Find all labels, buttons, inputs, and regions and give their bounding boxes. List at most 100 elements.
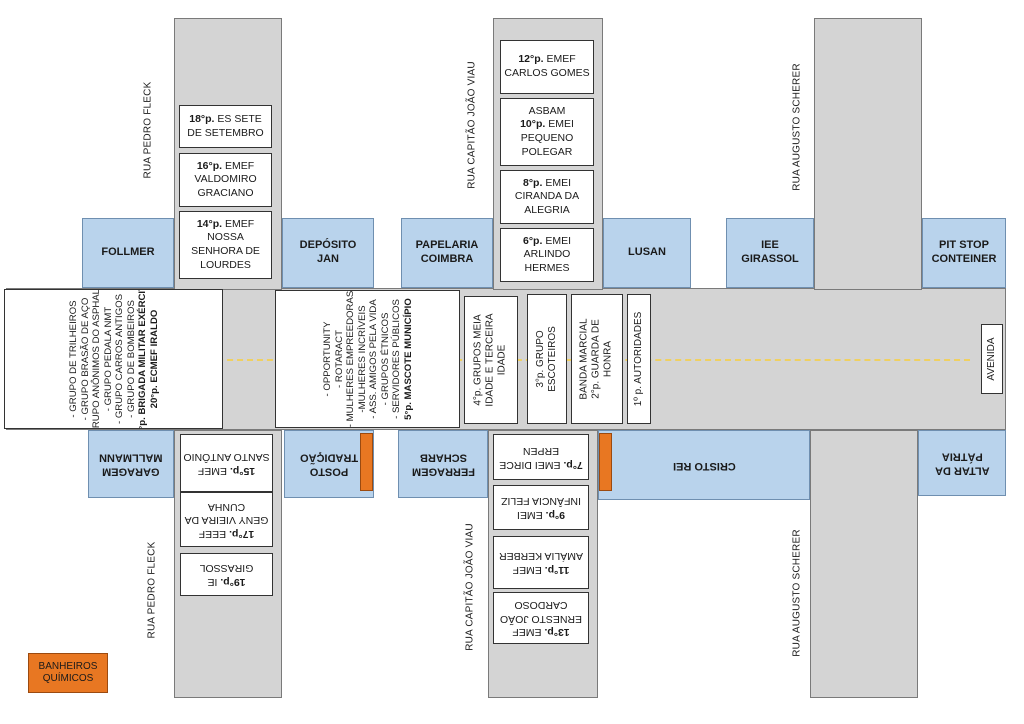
position-7-name: EMEI DIRCE ERPEN [499,445,561,471]
group-21-line: - GRUPO BRASÃO DE AÇO [79,297,90,421]
group-3-line: ESCOTEIROS [547,326,558,392]
group-5-line: - OPPORTUNITY [321,321,333,397]
group-20-line: 20°p. ECMEF IRALDO [148,309,159,409]
position-14-number: 14°p. [196,217,223,230]
building-deposito-jan-line1: DEPÓSITO [299,239,357,252]
position-12: 12°p. EMEF CARLOS GOMES [500,40,594,94]
position-6-name: EMEI ARLINDO HERMES [523,234,571,274]
position-19: 19°p. IE GIRASSOL [180,553,273,596]
position-15-number: 15°p. [229,464,256,477]
building-iee-line1: IEE [761,239,779,252]
position-7-number: 7°p. [563,458,583,471]
building-garagem-mallmann: GARAGEM MALLMANN [88,430,174,498]
avenue-group-3: 3°p. GRUPO ESCOTEIROS [527,294,567,424]
building-papelaria-coimbra: PAPELARIA COIMBRA [401,218,493,288]
group-2-line: 2°p. GUARDA DE [590,319,602,399]
position-13: 13°p. EMEF ERNESTO JOÃO CARDOSO [493,592,589,644]
position-19-number: 19°p. [220,576,246,589]
building-pit-stop: PIT STOP CONTEINER [922,218,1006,288]
building-cristo-rei-label: CRISTO REI [672,459,736,472]
street-label-pedro-fleck-bottom: RUA PEDRO FLECK [146,541,158,639]
position-8: 8°p. EMEI CIRANDA DA ALEGRIA [500,170,594,224]
avenue-group-4: 4°p. GRUPOS MEIA IDADE E TERCEIRA IDADE [464,296,518,424]
position-8-name: EMEI CIRANDA DA ALEGRIA [514,176,580,216]
building-altar-line1: ALTAR DA [934,464,990,477]
legend-line1: BANHEIROS [38,660,98,672]
building-deposito-jan-line2: JAN [316,253,339,265]
group-21-line: - GRUPO DE TRILHEIROS [67,300,79,418]
building-ferragem-line2: SCHARB [419,452,467,464]
street-label-augusto-scherer-top: RUA AUGUSTO SCHERER [791,63,803,191]
avenue-group-21-20: - GRUPO DE TRILHEIROS - GRUPO BRASÃO DE … [4,289,223,429]
avenue-group-2: BANDA MARCIAL 2°p. GUARDA DE HONRA [571,294,623,424]
building-papelaria-line1: PAPELARIA [415,239,479,252]
building-cristo-rei: CRISTO REI [598,430,810,500]
group-5-line: - ASS. AMIGOS PELA VIDA [367,299,379,419]
building-pitstop-line1: PIT STOP [939,239,989,252]
position-15: 15°p. EMEF SANTO ANTÔNIO [180,434,273,492]
group-5-line: - ROTARACT [333,330,344,388]
building-lusan: LUSAN [603,218,691,288]
avenue-group-5: - OPPORTUNITY - ROTARACT - MULHERES EMPR… [275,290,460,428]
legend-chemical-toilets: BANHEIROS QUÍMICOS [28,653,108,693]
building-iee-line2: GIRASSOL [741,253,799,265]
chemical-toilet-marker [599,433,612,491]
legend-line2: QUÍMICOS [42,673,94,684]
building-posto-tradicao: POSTO TRADIÇÃO [284,430,374,498]
avenue-group-1: 1º p. AUTORIDADES [627,294,651,424]
position-6-number: 6°p. [523,234,543,247]
position-18-name: ES SETE DE SETEMBRO [187,112,264,139]
position-13-number: 13°p. [544,626,570,639]
street-label-joao-viau-top: RUA CAPITÃO JOÃO VIAU [466,61,478,189]
building-ferragem-line1: FERRAGEM [411,465,475,478]
position-7: 7°p. EMEI DIRCE ERPEN [493,434,589,480]
position-16: 16°p. EMEF VALDOMIRO GRACIANO [179,153,272,207]
position-14: 14°p. EMEF NOSSA SENHORA DE LOURDES [179,211,272,279]
group-21-line: - GRUPO DE BOMBEIROS [125,300,136,418]
augusto-scherer-north-road [814,18,922,290]
position-18-number: 18°p. [189,112,215,125]
building-posto-line1: POSTO [309,465,349,478]
building-garagem-line1: GARAGEM [102,465,160,478]
building-papelaria-line2: COIMBRA [420,253,474,265]
position-10-number: 10°p. [520,118,546,131]
position-11: 11°p. EMEF AMÁLIA KERBER [493,536,589,589]
group-5-line: - SERVIDORES PÚBLICOS [390,299,402,419]
position-10-name: EMEI PEQUENO POLEGAR [520,118,574,158]
position-9-name: EMEI INFÂNCIA FELIZ [501,495,581,522]
group-5-line: - GRUPOS ÉTNICOS [379,312,390,406]
position-14-name: EMEF NOSSA SENHORA DE LOURDES [191,217,260,271]
building-garagem-line2: MALLMANN [99,452,163,464]
group-1-line: 1º p. AUTORIDADES [632,311,644,407]
position-9: 9°p. EMEI INFÂNCIA FELIZ [493,485,589,530]
position-12-number: 12°p. [518,53,544,66]
position-12-name: EMEF CARLOS GOMES [504,53,590,79]
position-15-name: EMEF SANTO ANTÔNIO [183,451,270,477]
avenue-label: AVENIDA [981,324,1003,394]
position-11-number: 11°p. [544,564,570,577]
group-21-line: - GRUPO PEDALA NMT [102,306,113,412]
augusto-scherer-south-road [810,430,918,698]
group-4-line: IDADE [497,344,509,376]
group-5-line: 5°p. MASCOTE MUNICÍPIO [402,298,413,420]
position-13-name: EMEF ERNESTO JOÃO CARDOSO [499,599,583,639]
group-21-line: - GRUPO CARROS ANTIGOS [113,293,125,425]
group-4-line: 4°p. GRUPOS MEIA [472,314,484,406]
group-21-line: - GRUPO ANÔNIMOS DO ASPHALTO [90,289,102,429]
street-label-joao-viau-bottom: RUA CAPITÃO JOÃO VIAU [464,523,476,651]
position-8-number: 8°p. [523,176,543,189]
position-11-name: EMEF AMÁLIA KERBER [498,550,584,577]
avenue-label-text: AVENIDA [985,337,997,381]
group-2-line: BANDA MARCIAL [578,318,590,400]
position-17-name: EEEF GENY VIEIRA DA CUNHA [184,500,269,540]
building-altar-da-patria: ALTAR DA PÁTRIA [918,430,1006,496]
position-16-name: EMEF VALDOMIRO GRACIANO [194,159,257,199]
chemical-toilet-marker [360,433,373,491]
position-10: ASBAM 10°p. EMEI PEQUENO POLEGAR [500,98,594,166]
building-lusan-label: LUSAN [628,246,666,259]
building-follmer-label: FOLLMER [101,246,155,259]
street-label-pedro-fleck-top: RUA PEDRO FLECK [142,81,154,179]
street-label-augusto-scherer-bottom: RUA AUGUSTO SCHERER [791,529,803,657]
position-16-number: 16°p. [196,159,223,172]
group-5-line: -MULHERES INCRÍVEIS [356,305,367,413]
